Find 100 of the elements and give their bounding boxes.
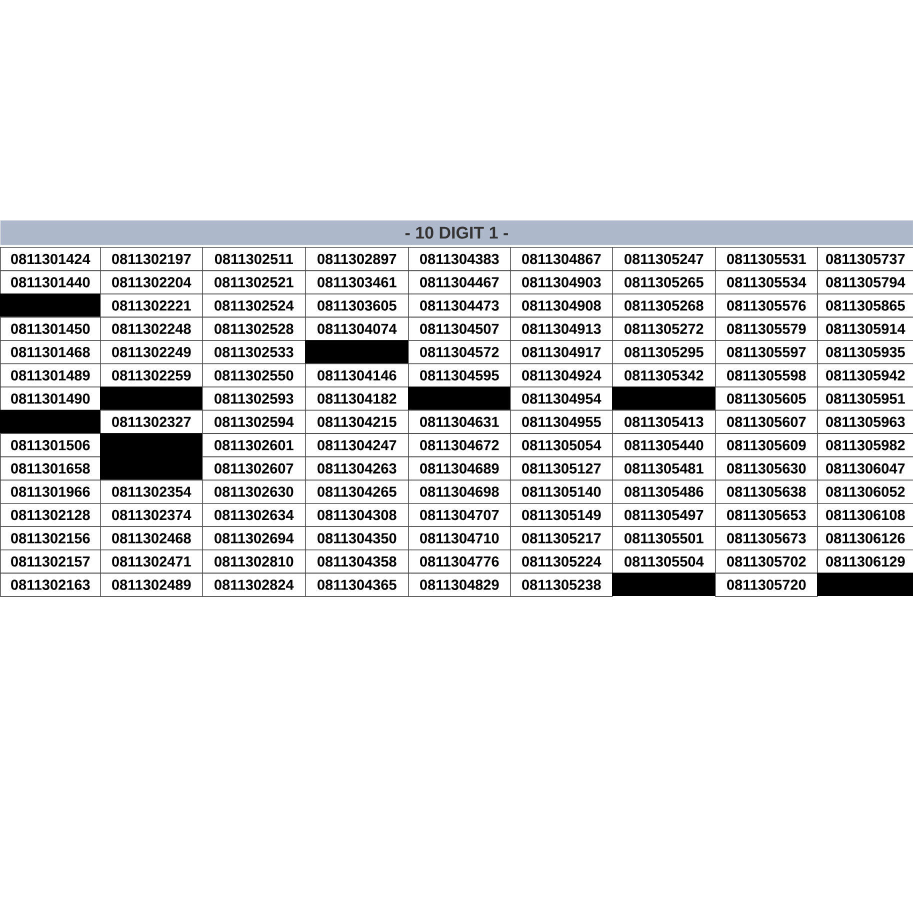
- table-cell: 0811305597: [715, 340, 818, 364]
- table-cell: 0811301489: [0, 363, 101, 388]
- table-cell: 0811306108: [817, 502, 913, 528]
- table-cell: 0811305501: [612, 526, 716, 550]
- table-cell: 0811302694: [202, 526, 306, 550]
- table-cell: 0811305638: [715, 480, 818, 504]
- table-cell: 0811306052: [817, 480, 913, 504]
- table-cell: 0811302156: [0, 526, 101, 550]
- table-cell: 0811305579: [715, 316, 818, 341]
- table-cell: 0811304365: [305, 572, 409, 597]
- table-cell: 0811305140: [510, 480, 613, 504]
- table-cell: 0811302607: [202, 456, 306, 480]
- table-cell: 0811304954: [510, 386, 613, 411]
- table-cell: 0811302550: [202, 363, 306, 388]
- table-cell: 0811305486: [612, 480, 716, 504]
- table-cell: 0811305605: [715, 386, 818, 411]
- table-cell: 0811301450: [0, 316, 101, 341]
- table-cell: 0811304908: [510, 294, 613, 318]
- table-cell: 0811305413: [612, 410, 716, 434]
- table-cell: 0811305935: [817, 340, 913, 364]
- table-cell: 0811304698: [408, 480, 511, 504]
- table-cell: 0811302354: [100, 480, 203, 504]
- table-cell: 0811304265: [305, 480, 409, 504]
- table-cell: 0811304146: [305, 363, 409, 388]
- table-cell: 0811305224: [510, 550, 613, 574]
- table-cell: 0811304913: [510, 316, 613, 341]
- table-cell: 0811304263: [305, 456, 409, 480]
- table-cell: 0811305295: [612, 340, 716, 364]
- table-cell: 0811302630: [202, 480, 306, 504]
- table-cell: 0811306129: [817, 550, 913, 574]
- table-cell: 0811301424: [0, 247, 101, 272]
- table-cell: 0811304572: [408, 340, 511, 364]
- table-cell: 0811302204: [100, 270, 203, 294]
- table-cell: 0811302824: [202, 572, 306, 597]
- table-cell: 0811302468: [100, 526, 203, 550]
- table-cell: 0811304776: [408, 550, 511, 574]
- table-cell: 0811305149: [510, 502, 613, 528]
- table-cell: 0811302528: [202, 316, 306, 341]
- table-cell: 0811301658: [0, 456, 101, 480]
- table-cell: 0811305963: [817, 410, 913, 434]
- table-cell: 0811304467: [408, 270, 511, 294]
- table-cell: 0811302221: [100, 294, 203, 318]
- table-cell: 0811302471: [100, 550, 203, 574]
- table-cell: 0811302634: [202, 502, 306, 528]
- table-cell: 0811305272: [612, 316, 716, 341]
- table-cell: 0811305702: [715, 550, 818, 574]
- table-cell: 0811305265: [612, 270, 716, 294]
- table-cell: 0811302533: [202, 340, 306, 364]
- table-cell: 0811304672: [408, 433, 511, 458]
- table-cell: 0811305673: [715, 526, 818, 550]
- table-cell: 0811304867: [510, 247, 613, 272]
- table-cell: 0811302374: [100, 502, 203, 528]
- table-cell: 0811304308: [305, 502, 409, 528]
- table-cell: 0811302810: [202, 550, 306, 574]
- table-cell: 0811305598: [715, 363, 818, 388]
- table-cell: 0811305268: [612, 294, 716, 318]
- table-cell: 0811304247: [305, 433, 409, 458]
- table-cell: 0811304631: [408, 410, 511, 434]
- table-cell: 0811302897: [305, 247, 409, 272]
- table-cell: 0811302259: [100, 363, 203, 388]
- table-cell: 0811305440: [612, 433, 716, 458]
- table-cell: 0811302594: [202, 410, 306, 434]
- table-cell: 0811305127: [510, 456, 613, 480]
- table-cell: 0811302601: [202, 433, 306, 458]
- table-cell: 0811304924: [510, 363, 613, 388]
- table-cell: 0811304689: [408, 456, 511, 480]
- table-cell: 0811305609: [715, 433, 818, 458]
- table-cell: 0811302511: [202, 247, 306, 272]
- table-cell: 0811305247: [612, 247, 716, 272]
- table-cell: 0811303605: [305, 294, 409, 318]
- table-cell: 0811301468: [0, 340, 101, 364]
- table-cell: 0811302128: [0, 502, 101, 528]
- table-cell: 0811304829: [408, 572, 511, 597]
- table-cell: 0811302327: [100, 410, 203, 434]
- table-cell: 0811304903: [510, 270, 613, 294]
- table-cell: 0811304507: [408, 316, 511, 341]
- table-cell: 0811305982: [817, 433, 913, 458]
- table-cell: 0811305481: [612, 456, 716, 480]
- table-cell: 0811301966: [0, 480, 101, 504]
- table-cell: 0811305914: [817, 316, 913, 341]
- table-cell: 0811302521: [202, 270, 306, 294]
- table-cell: 0811304215: [305, 410, 409, 434]
- table-cell: 0811305737: [817, 247, 913, 272]
- table-cell: 0811305607: [715, 410, 818, 434]
- table-cell: 0811301506: [0, 433, 101, 458]
- table-cell: 0811305217: [510, 526, 613, 550]
- table-cell: 0811302489: [100, 572, 203, 597]
- table-cell: 0811304182: [305, 386, 409, 411]
- table-cell: 0811305342: [612, 363, 716, 388]
- table-cell: 0811302197: [100, 247, 203, 272]
- table-cell: 0811306047: [817, 456, 913, 480]
- table-cell: 0811305504: [612, 550, 716, 574]
- table-cell: 0811305534: [715, 270, 818, 294]
- table-cell: 0811304710: [408, 526, 511, 550]
- table-cell: 0811305238: [510, 572, 613, 597]
- table-cell: 0811304350: [305, 526, 409, 550]
- header-band: - 10 DIGIT 1 -: [0, 220, 913, 246]
- table-cell: 0811305531: [715, 247, 818, 272]
- table-cell: 0811304595: [408, 363, 511, 388]
- table-cell: 0811302157: [0, 550, 101, 574]
